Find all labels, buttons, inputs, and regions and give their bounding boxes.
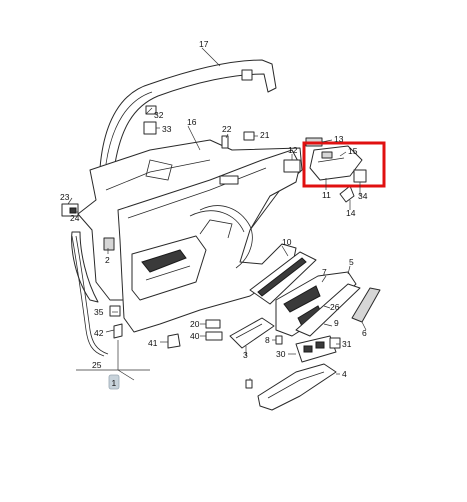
label-3: 3: [243, 350, 248, 360]
label-14: 14: [346, 208, 356, 218]
part-32-33-clip: [143, 105, 157, 135]
label-20: 20: [190, 319, 200, 329]
label-23: 23: [60, 192, 70, 202]
leader-lines: [67, 47, 367, 381]
part-12-switch: [283, 159, 301, 173]
highlight-box: [302, 141, 386, 188]
label-10: 10: [282, 237, 292, 247]
part-8-9-screws: [245, 335, 283, 389]
label-42: 42: [94, 328, 104, 338]
label-24: 24: [70, 213, 80, 223]
label-34: 34: [358, 191, 368, 201]
label-22: 22: [222, 124, 232, 134]
label-8: 8: [265, 335, 270, 345]
label-6: 6: [362, 328, 367, 338]
part-10-trim-strip: [249, 251, 317, 305]
label-1-badge: 1: [108, 374, 120, 390]
label-1: 1: [112, 378, 117, 388]
label-40: 40: [190, 331, 200, 341]
part-3-pad: [229, 317, 275, 349]
label-31: 31: [342, 339, 352, 349]
part-41-bracket: [167, 333, 181, 349]
label-41: 41: [148, 338, 158, 348]
label-7: 7: [322, 267, 327, 277]
part-35-clip: [109, 305, 121, 317]
highlighted-switch-group: [302, 137, 386, 203]
callout-labels: 17 32 33 16 22 21 13 12 15 11 34 14 23 2…: [60, 39, 368, 379]
part-2-clip: [103, 237, 115, 251]
part-42-bracket: [113, 323, 123, 339]
part-25-cable: [71, 235, 109, 357]
label-11: 11: [322, 190, 331, 200]
label-15: 15: [348, 146, 358, 156]
part-30-31-switch-block: [295, 335, 341, 363]
label-5: 5: [349, 257, 354, 267]
label-9: 9: [334, 318, 339, 328]
part-20-40-covers: [205, 319, 223, 341]
part-5-armrest-trim: [275, 271, 361, 337]
label-33: 33: [162, 124, 172, 134]
label-13: 13: [334, 134, 344, 144]
part-22-21-screws: [221, 131, 255, 149]
part-4-armrest: [257, 363, 337, 411]
label-12: 12: [288, 145, 298, 155]
label-21: 21: [260, 130, 270, 140]
label-16: 16: [187, 117, 197, 127]
label-35: 35: [94, 307, 104, 317]
label-4: 4: [342, 369, 347, 379]
label-30: 30: [276, 349, 286, 359]
label-26: 26: [330, 302, 340, 312]
label-25: 25: [92, 360, 102, 370]
part-6-trim: [351, 287, 381, 323]
part-17-window-trim: [99, 59, 277, 171]
label-32: 32: [154, 110, 164, 120]
label-17: 17: [199, 39, 209, 49]
label-2: 2: [105, 255, 110, 265]
